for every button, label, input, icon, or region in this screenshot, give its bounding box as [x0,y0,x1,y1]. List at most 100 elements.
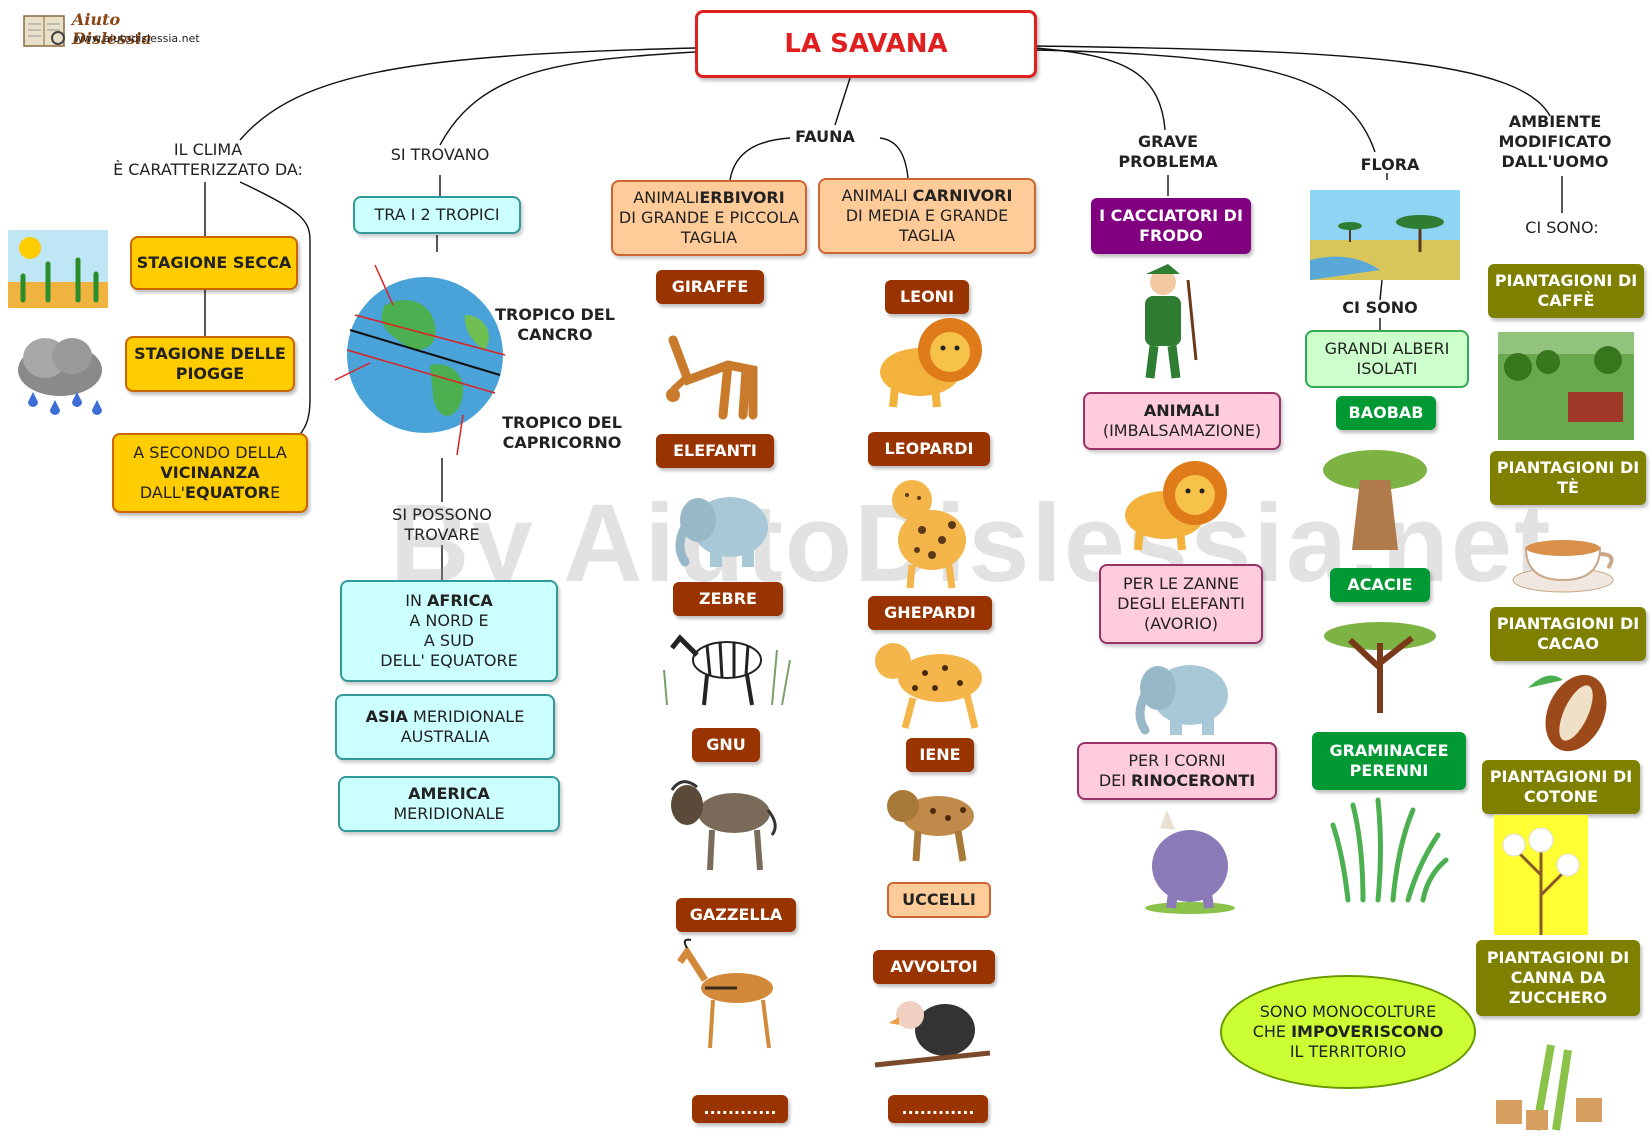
si-possono-trovare: SI POSSONO TROVARE [392,505,492,544]
flora-baobab: BAOBAB [1336,396,1436,430]
piantagioni-canna: PIANTAGIONI DI CANNA DA ZUCCHERO [1476,940,1640,1016]
cheetah-icon [875,643,982,729]
america-b: MERIDIONALE [393,804,505,823]
africa-c: A NORD E [409,611,489,630]
hyena-icon [887,790,974,862]
mono-a: SONO MONOCOLTURE [1259,1002,1437,1021]
flora-graminacee: GRAMINACEE PERENNI [1312,732,1466,790]
clima-label: IL CLIMA È CARATTERIZZATO DA: [88,140,328,180]
cacciatori-frodo: I CACCIATORI DI FRODO [1091,198,1251,254]
logo: Aiuto Dislessia www.aiutodislessia.net [22,10,202,50]
africa-e: DELL' EQUATORE [380,651,518,670]
vicinanza-d: EQUATOR [185,483,271,502]
vicinanza-e: E [270,483,281,502]
animali-imbalsamazione: ANIMALI(IMBALSAMAZIONE) [1083,392,1281,450]
lion-icon [880,318,982,408]
carnivori-c: DI MEDIA E GRANDE TAGLIA [845,206,1009,245]
tropico-cancro: TROPICO DEL CANCRO [495,305,615,344]
logo-url: www.aiutodislessia.net [74,32,200,45]
vicinanza-c: DALL' [139,483,186,502]
savanna-landscape-icon [1310,190,1460,280]
gnu-icon [670,780,777,871]
acacia-icon [1324,622,1436,713]
piantagioni-cotone: PIANTAGIONI DI COTONE [1482,760,1640,814]
piantagioni-te: PIANTAGIONI DI TÈ [1490,451,1646,505]
animal-cheetah: GHEPARDI [868,596,992,630]
clima-label-line1: IL CLIMA [173,140,243,159]
corni-c: RINOCERONTI [1131,771,1256,790]
rhino-icon [1145,810,1235,914]
animal-giraffe: GIRAFFE [656,270,764,304]
coffee-plantation-icon [1498,332,1634,440]
gazelle-icon [677,938,773,1049]
animali-a: ANIMALI [1143,401,1221,420]
africa-b: AFRICA [427,591,493,610]
corni-a: PER I CORNI [1128,751,1226,770]
asia-b: MERIDIONALE [407,707,525,726]
carnivori-a: ANIMALI [841,186,913,205]
leopard-icon [892,480,966,589]
america-a: AMERICA [408,784,490,803]
elephant-icon-2 [1135,665,1228,735]
grandi-alberi: GRANDI ALBERI ISOLATI [1305,330,1469,388]
lion-icon-2 [1125,461,1227,551]
animal-gazzella: GAZZELLA [676,898,796,932]
clima-label-line2: È CARATTERIZZATO DA: [113,160,303,179]
africa-d: A SUD [423,631,475,650]
africa-a: IN [405,591,428,610]
grass-icon [1330,797,1449,903]
giraffe-icon [666,335,758,420]
elephant-icon [675,497,768,567]
zanne-elefanti: PER LE ZANNE DEGLI ELEFANTI (AVORIO) [1099,564,1263,644]
animal-vulture: AVVOLTOI [873,950,995,984]
sun-desert-icon [8,230,108,308]
si-trovano-label: SI TROVANO [390,145,490,164]
vicinanza-equatore: A SECONDO DELLA VICINANZA DALL'EQUATORE [112,433,308,513]
flora-ci-sono: CI SONO [1342,298,1418,317]
mono-d: IL TERRITORIO [1289,1042,1407,1061]
vulture-icon [874,1001,991,1068]
asia-c: AUSTRALIA [400,727,490,746]
book-icon [23,15,65,47]
cotton-icon [1494,815,1588,935]
poacher-icon [1145,264,1198,379]
piantagioni-cacao: PIANTAGIONI DI CACAO [1490,607,1646,661]
animal-leopard: LEOPARDI [868,432,990,466]
animal-gnu: GNU [692,728,760,762]
sugarcane-icon [1496,1044,1602,1131]
stagione-secca: STAGIONE SECCA [130,236,298,290]
animal-elephant: ELEFANTI [656,434,774,468]
ambiente-ci-sono: CI SONO: [1525,218,1599,237]
animal-zebra: ZEBRE [673,582,783,616]
animal-birds: UCCELLI [887,882,991,918]
stagione-piogge: STAGIONE DELLE PIOGGE [125,336,295,392]
erbivori-c: DI GRANDE E PICCOLA TAGLIA [618,208,800,247]
asia-a: ASIA [365,707,408,726]
mono-b: CHE [1252,1022,1292,1041]
fauna-label: FAUNA [795,127,855,146]
erbivori-a: ANIMALI [633,188,700,207]
grave-problema-label: GRAVE PROBLEMA [1118,132,1218,171]
flora-acacie: ACACIE [1330,568,1430,602]
carnivori-b: CARNIVORI [912,186,1013,205]
tea-cup-icon [1512,540,1614,593]
cacao-pod-icon [1528,674,1607,752]
erbivori-b: ERBIVORI [699,188,785,207]
globe-icon [334,264,506,456]
ambiente-label: AMBIENTE MODIFICATO DALL'UOMO [1498,112,1612,171]
main-title: LA SAVANA [695,10,1037,78]
mono-c: IMPOVERISCONO [1291,1022,1444,1041]
rain-cloud-icon [18,338,102,415]
baobab-icon [1323,450,1427,550]
corni-b: DEI [1098,771,1132,790]
logo-name: Aiuto Dislessia [72,10,152,48]
animal-hyena: IENE [906,738,974,772]
